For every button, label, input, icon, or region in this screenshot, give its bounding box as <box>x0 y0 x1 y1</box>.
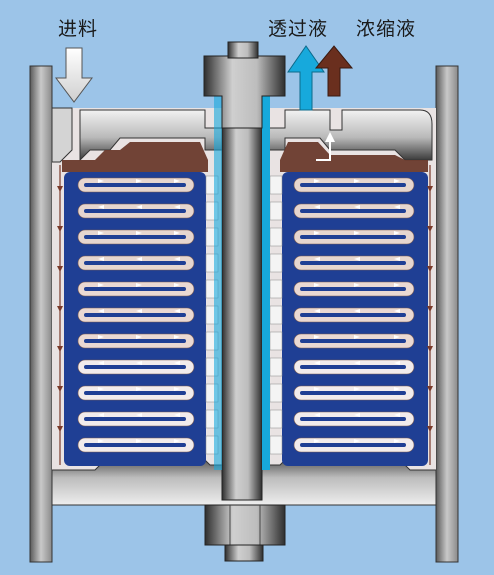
feed-label: 进料 <box>58 14 98 41</box>
membrane-spacer <box>84 235 186 239</box>
bolt-head-cap <box>228 42 258 58</box>
membrane-spacer <box>300 261 406 265</box>
plate-spacer <box>270 202 282 220</box>
permeate-arrow-icon <box>288 46 324 110</box>
plate-spacer <box>270 280 282 298</box>
membrane-spacer <box>84 417 186 421</box>
permeate-tube <box>262 80 270 470</box>
right-membrane-stack <box>270 172 428 466</box>
permeate-tube-inner <box>214 80 222 470</box>
membrane-spacer <box>84 339 186 343</box>
membrane-spacer <box>300 417 406 421</box>
concentrate-label: 浓缩液 <box>356 14 416 41</box>
feed-arrow-icon <box>56 48 92 102</box>
membrane-spacer <box>300 365 406 369</box>
membrane-spacer <box>84 443 186 447</box>
membrane-spacer <box>300 339 406 343</box>
membrane-spacer <box>84 287 186 291</box>
left-housing-wall <box>30 66 52 562</box>
plate-spacer <box>270 306 282 324</box>
left-membrane-stack <box>64 172 218 466</box>
membrane-spacer <box>300 391 406 395</box>
membrane-spacer <box>84 183 186 187</box>
permeate-label: 透过液 <box>268 14 328 41</box>
plate-spacer <box>270 410 282 428</box>
plate-spacer <box>270 436 282 454</box>
membrane-spacer <box>84 391 186 395</box>
membrane-spacer <box>300 287 406 291</box>
membrane-spacer <box>300 443 406 447</box>
center-bolt <box>222 70 262 500</box>
plate-spacer <box>270 332 282 350</box>
membrane-spacer <box>84 365 186 369</box>
membrane-spacer <box>84 261 186 265</box>
plate-spacer <box>270 358 282 376</box>
plate-spacer <box>270 254 282 272</box>
right-housing-wall <box>436 66 458 562</box>
membrane-spacer <box>84 313 186 317</box>
membrane-spacer <box>300 313 406 317</box>
membrane-spacer <box>300 183 406 187</box>
plate-spacer <box>270 228 282 246</box>
plate-spacer <box>270 176 282 194</box>
membrane-spacer <box>300 209 406 213</box>
membrane-spacer <box>300 235 406 239</box>
membrane-spacer <box>84 209 186 213</box>
nut-icon <box>205 505 285 561</box>
plate-spacer <box>270 384 282 402</box>
